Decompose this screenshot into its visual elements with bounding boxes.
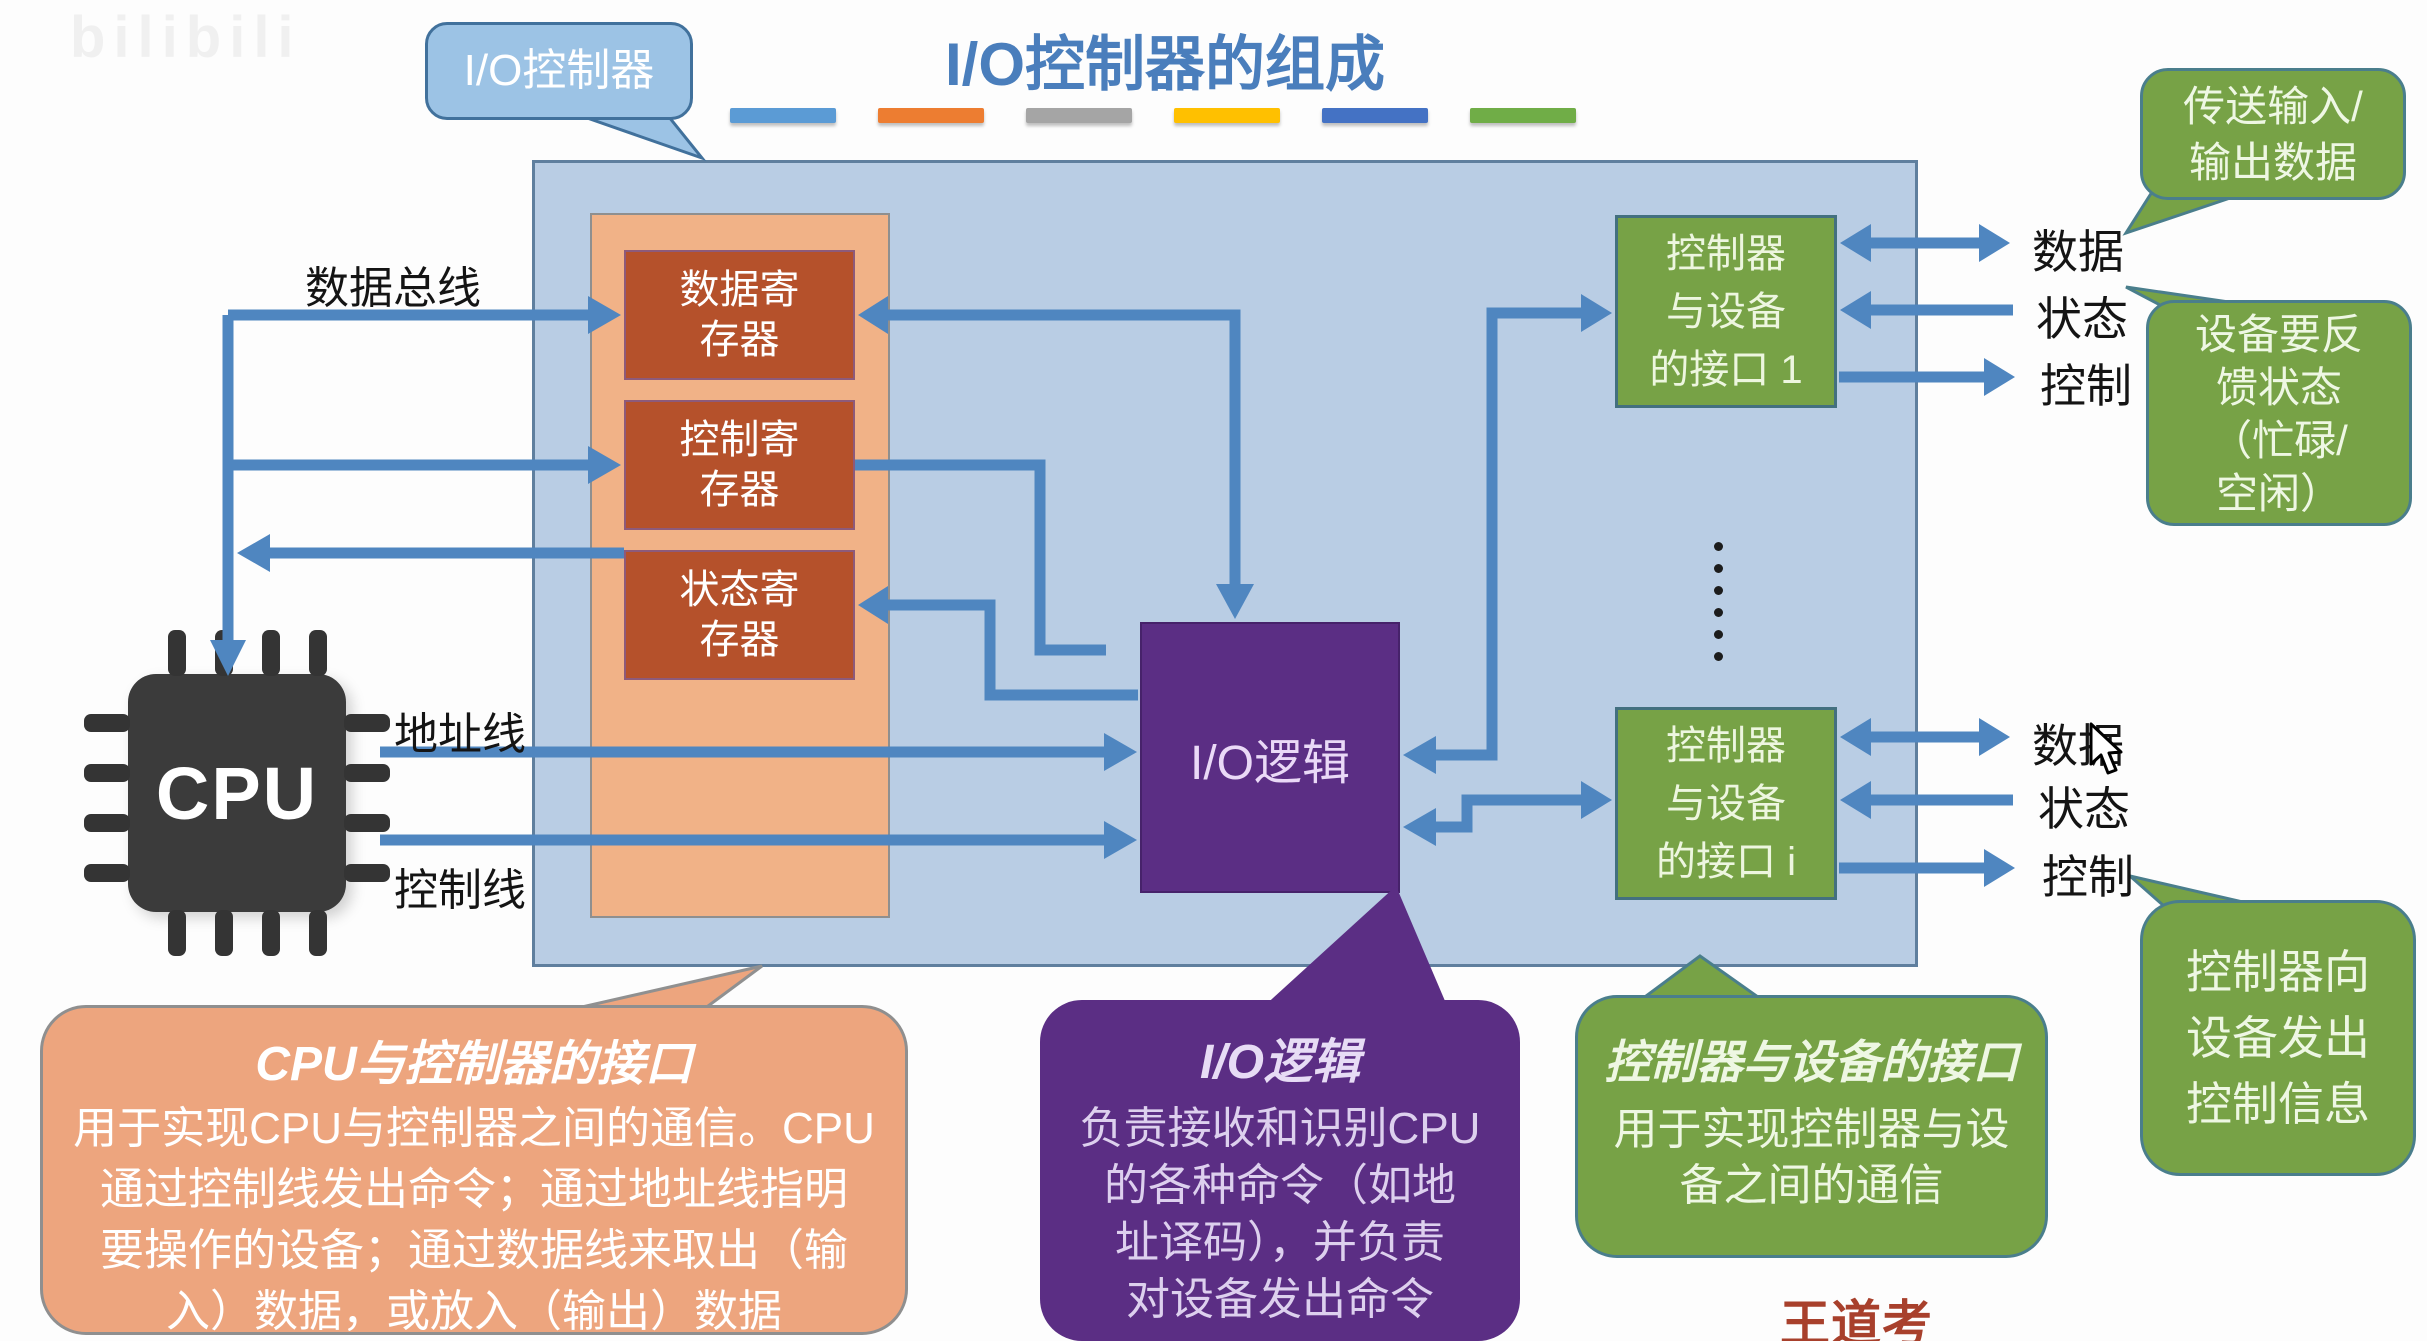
signal-label-data-top: 数据 xyxy=(2032,227,2124,278)
io-logic-callout-title: I/O逻辑 xyxy=(1199,1036,1360,1089)
status-register-box: 状态寄 存器 xyxy=(624,550,855,680)
device-interface-callout-body: 用于实现控制器与设 备之间的通信 xyxy=(1613,1105,2010,1210)
io-logic-callout-body: 负责接收和识别CPU 的各种命令（如地 址译码），并负责 对设备发出命令 xyxy=(1079,1104,1481,1324)
mouse-cursor-icon xyxy=(2089,722,2123,775)
device-interface-callout-title: 控制器与设备的接口 xyxy=(1604,1036,2019,1088)
dash-orange xyxy=(878,108,984,123)
control-register-box: 控制寄 存器 xyxy=(624,400,855,530)
cpu-interface-callout: CPU与控制器的接口 用于实现CPU与控制器之间的通信。CPU 通过控制线发出命… xyxy=(40,1005,908,1336)
io-logic-box: I/O逻辑 xyxy=(1140,622,1400,893)
io-controller-callout: I/O控制器 xyxy=(425,22,693,120)
device-feedback-callout: 设备要反 馈状态 （忙碌/ 空闲） xyxy=(2146,300,2412,526)
cpu-interface-callout-body: 用于实现CPU与控制器之间的通信。CPU 通过控制线发出命令；通过地址线指明 要… xyxy=(73,1104,875,1336)
vertical-ellipsis xyxy=(1714,542,1723,661)
device-interface-1-box: 控制器 与设备 的接口 1 xyxy=(1615,215,1837,408)
page-title: I/O控制器的组成 xyxy=(944,31,1385,98)
control-info-callout: 控制器向 设备发出 控制信息 xyxy=(2140,900,2416,1176)
signal-label-status-top: 状态 xyxy=(2036,294,2128,345)
cpu-interface-callout-title: CPU与控制器的接口 xyxy=(255,1038,693,1091)
signal-label-control-top: 控制 xyxy=(2040,361,2132,412)
title-underline-dashes xyxy=(730,108,1610,123)
cpu-label: CPU xyxy=(155,751,319,835)
signal-label-status-bottom: 状态 xyxy=(2038,784,2130,835)
dash-yellow xyxy=(1174,108,1280,123)
bilibili-watermark: bilibili xyxy=(70,5,302,70)
io-logic-callout: I/O逻辑 负责接收和识别CPU 的各种命令（如地 址译码），并负责 对设备发出… xyxy=(1040,1000,1520,1341)
dash-gray xyxy=(1026,108,1132,123)
transfer-data-callout: 传送输入/ 输出数据 xyxy=(2140,68,2406,200)
address-line-label: 地址线 xyxy=(394,710,526,759)
cpu-chip-body: CPU xyxy=(128,674,346,912)
brand-footer: 王道考研/CSKAOYAN.COM xyxy=(1780,1296,1933,1341)
dash-darkblue xyxy=(1322,108,1428,123)
dash-green xyxy=(1470,108,1576,123)
device-interface-callout: 控制器与设备的接口 用于实现控制器与设 备之间的通信 xyxy=(1575,995,2048,1258)
data-bus-label: 数据总线 xyxy=(305,264,481,313)
data-register-box: 数据寄 存器 xyxy=(624,250,855,380)
control-line-label: 控制线 xyxy=(394,866,526,915)
signal-label-control-bottom: 控制 xyxy=(2042,852,2134,903)
device-interface-i-box: 控制器 与设备 的接口 i xyxy=(1615,707,1837,900)
dash-blue xyxy=(730,108,836,123)
